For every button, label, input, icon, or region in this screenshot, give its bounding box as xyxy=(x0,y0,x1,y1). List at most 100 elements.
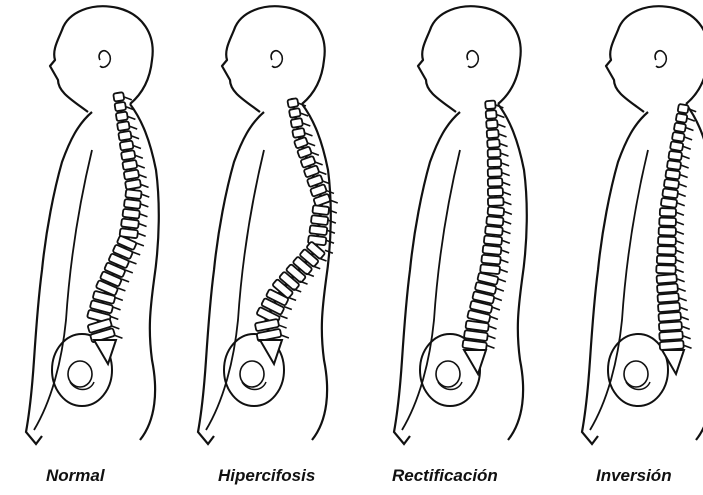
vertebra-process xyxy=(279,325,287,328)
vertebra xyxy=(291,118,303,128)
vertebra-process xyxy=(500,260,508,263)
vertebra-process xyxy=(684,137,692,140)
vertebra xyxy=(487,129,499,138)
vertebra-process xyxy=(488,336,496,339)
vertebra-process xyxy=(497,124,505,127)
vertebra xyxy=(658,312,681,322)
vertebra-process xyxy=(498,279,506,282)
vertebra-process xyxy=(124,97,132,100)
vertebra xyxy=(309,225,327,235)
vertebra-process xyxy=(684,345,692,348)
ear-outline xyxy=(271,51,282,68)
vertebra-process xyxy=(141,184,149,187)
vertebra xyxy=(657,283,678,293)
vertebra-process xyxy=(141,194,149,197)
vertebra xyxy=(487,139,500,148)
vertebra xyxy=(678,104,689,114)
sacrum xyxy=(662,350,684,374)
vertebra-process xyxy=(494,298,502,301)
pelvis-detail xyxy=(438,382,462,390)
vertebra xyxy=(481,255,501,265)
vertebra xyxy=(124,199,141,209)
vertebra-process xyxy=(127,116,135,119)
vertebra xyxy=(125,189,141,199)
vertebra xyxy=(657,246,676,255)
vertebra xyxy=(659,227,676,236)
vertebra-process xyxy=(683,146,691,149)
vertebra-process xyxy=(132,252,140,255)
vertebra xyxy=(488,159,502,167)
vertebra xyxy=(658,302,680,312)
vertebra-process xyxy=(288,297,296,300)
vertebra xyxy=(116,112,128,122)
vertebra-process xyxy=(683,336,691,339)
figure-hipercifosis xyxy=(198,6,338,444)
ear-outline xyxy=(655,51,666,68)
vertebra-process xyxy=(137,165,145,168)
vertebra-process xyxy=(680,307,688,310)
vertebra-process xyxy=(115,297,123,300)
vertebra-process xyxy=(496,115,504,118)
vertebra-process xyxy=(125,270,133,273)
vertebra-process xyxy=(676,269,684,272)
vertebra xyxy=(120,141,134,151)
vertebra-process xyxy=(500,144,508,147)
pelvis-detail xyxy=(70,382,94,390)
vertebra-process xyxy=(129,126,137,129)
vertebra xyxy=(488,178,503,186)
vertebra-process xyxy=(135,155,143,158)
vertebra-process xyxy=(687,118,695,121)
vertebra xyxy=(485,226,503,236)
vertebra-process xyxy=(489,326,497,329)
vertebra-process xyxy=(503,192,511,195)
vertebra xyxy=(486,120,498,129)
vertebra xyxy=(124,170,140,180)
vertebra-process xyxy=(502,182,510,185)
figure-rectificacion xyxy=(394,6,527,444)
vertebra-process xyxy=(504,211,512,214)
sacrum xyxy=(464,350,486,374)
vertebra xyxy=(312,205,329,215)
head-outline xyxy=(418,6,521,112)
arm-outline xyxy=(34,150,92,430)
vertebra-process xyxy=(681,165,689,168)
vertebra xyxy=(118,131,131,141)
vertebra-process xyxy=(281,335,289,338)
vertebra xyxy=(485,100,496,109)
sacrum xyxy=(260,340,282,364)
caption-normal: Normal xyxy=(46,466,105,486)
vertebra-process xyxy=(502,173,510,176)
vertebra-process xyxy=(502,240,510,243)
vertebra-process xyxy=(679,184,687,187)
head-outline xyxy=(50,6,153,112)
vertebra-process xyxy=(117,288,125,291)
vertebra-process xyxy=(318,171,326,174)
vertebra-process xyxy=(679,298,687,301)
vertebra-process xyxy=(680,174,688,177)
vertebra xyxy=(311,215,328,225)
vertebra-process xyxy=(501,250,509,253)
vertebra-process xyxy=(676,241,684,244)
vertebra xyxy=(117,121,130,131)
vertebra-process xyxy=(284,306,292,309)
vertebra xyxy=(659,322,682,331)
vertebra-process xyxy=(113,307,121,310)
vertebra-process xyxy=(110,316,118,319)
vertebra-process xyxy=(500,269,508,272)
vertebra xyxy=(487,207,504,217)
vertebra xyxy=(657,293,679,303)
vertebra-process xyxy=(500,153,508,156)
vertebra xyxy=(659,331,683,341)
vertebra-process xyxy=(140,204,148,207)
vertebra xyxy=(672,132,685,142)
vertebra-process xyxy=(133,146,141,149)
vertebra-process xyxy=(676,260,684,263)
vertebra xyxy=(664,179,679,189)
vertebra xyxy=(484,235,502,245)
vertebra-process xyxy=(487,345,495,348)
arm-outline xyxy=(402,150,460,430)
pelvis-detail xyxy=(626,382,650,390)
vertebra-process xyxy=(682,156,690,159)
vertebra xyxy=(287,98,298,108)
